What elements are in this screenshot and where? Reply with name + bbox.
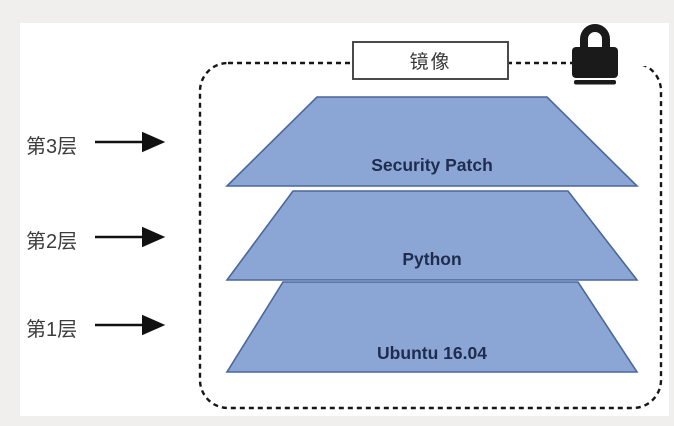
layer-shape-ubuntu <box>225 281 639 373</box>
label-layer-1: 第1层 <box>26 319 78 341</box>
lock-body <box>572 47 618 78</box>
frame-strip-bottom <box>0 416 674 426</box>
image-title-label: 镜像 <box>409 52 452 73</box>
frame-strip-left <box>0 23 20 416</box>
lock-icon <box>572 24 655 85</box>
layer-name-python: Python <box>402 249 462 269</box>
layer-name-ubuntu: Ubuntu 16.04 <box>377 343 487 363</box>
label-layer-2: 第2层 <box>26 231 78 253</box>
layer-shape-python <box>225 190 639 281</box>
layer-shape-security-patch <box>225 96 639 187</box>
lock-shackle <box>580 24 610 50</box>
frame-strip-right <box>669 23 674 416</box>
frame-strip-top <box>0 0 674 23</box>
image-title-box: 镜像 <box>352 41 509 80</box>
label-layer-3: 第3层 <box>26 136 78 158</box>
lock-base-bar <box>574 80 616 85</box>
layer-name-security-patch: Security Patch <box>371 155 493 175</box>
